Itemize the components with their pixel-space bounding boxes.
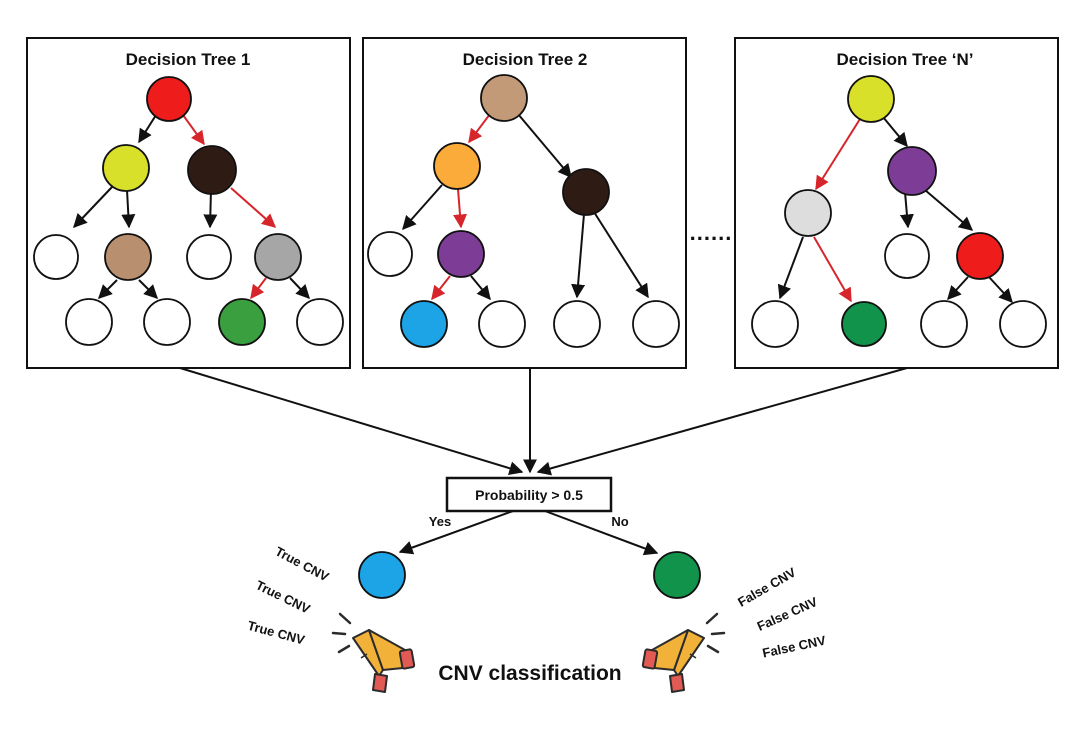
tree-node xyxy=(847,75,895,123)
decision-tree-1: Decision Tree 1 xyxy=(26,37,351,369)
aggregation-arrows xyxy=(179,367,908,476)
tree-node xyxy=(400,300,448,348)
tree-node xyxy=(562,168,610,216)
tree-edge xyxy=(924,189,974,231)
tree-node xyxy=(187,145,237,195)
tree-edge xyxy=(138,279,158,299)
megaphone-icon xyxy=(641,612,726,693)
tree-edge xyxy=(988,276,1013,304)
tree-node xyxy=(841,301,887,347)
tree-node xyxy=(751,300,799,348)
tree-edge-highlight xyxy=(230,187,277,228)
tree-edge xyxy=(947,276,969,301)
tree-node xyxy=(784,189,832,237)
tree-node xyxy=(218,298,266,346)
aggregation-arrow-right xyxy=(536,367,908,476)
tree-edge xyxy=(98,279,118,299)
tree-node xyxy=(920,300,968,348)
tree-edge-highlight xyxy=(453,188,467,229)
classification-caption: CNV classification xyxy=(438,662,621,685)
tree-node xyxy=(632,300,680,348)
tree-node xyxy=(367,231,413,277)
false-cnv-labels: False CNV False CNV False CNV xyxy=(735,564,827,660)
decision-tree-n: Decision Tree ‘N’ xyxy=(734,37,1059,369)
tree-edge-highlight xyxy=(468,113,491,144)
yes-label: Yes xyxy=(429,514,451,529)
tree-node xyxy=(433,142,481,190)
tree-edge xyxy=(470,275,491,301)
tree-node xyxy=(956,232,1004,280)
false-cnv-label: False CNV xyxy=(755,594,820,634)
tree-node xyxy=(553,300,601,348)
false-cnv-node xyxy=(653,551,701,599)
tree-title: Decision Tree 1 xyxy=(126,50,251,69)
tree-edge-highlight xyxy=(431,275,451,301)
threshold-label: Probability > 0.5 xyxy=(475,487,583,503)
tree-edge xyxy=(138,114,157,144)
tree-node xyxy=(102,144,150,192)
tree-node xyxy=(887,146,937,196)
tree-node xyxy=(478,300,526,348)
decision-tree-2: Decision Tree 2 xyxy=(362,37,687,369)
tree-edge xyxy=(593,211,649,299)
yes-branch-arrow xyxy=(398,510,514,555)
tree-edge xyxy=(899,191,914,229)
tree-title: Decision Tree 2 xyxy=(463,50,588,69)
probability-threshold-box: Probability > 0.5 xyxy=(445,476,613,513)
tree-node xyxy=(104,233,152,281)
no-label: No xyxy=(611,514,628,529)
tree-edge-highlight xyxy=(182,114,205,146)
tree-edge xyxy=(73,186,113,229)
tree-node xyxy=(186,234,232,280)
tree-edge xyxy=(203,189,218,229)
tree-node xyxy=(296,298,344,346)
aggregation-arrow-left xyxy=(179,367,524,476)
true-cnv-node xyxy=(358,551,406,599)
tree-title: Decision Tree ‘N’ xyxy=(837,50,974,69)
tree-node xyxy=(146,76,192,122)
tree-edge xyxy=(402,184,443,231)
tree-node xyxy=(254,233,302,281)
tree-edge-highlight xyxy=(813,236,852,303)
tree-node xyxy=(999,300,1047,348)
threshold-box-frame xyxy=(445,476,613,513)
tree-node xyxy=(480,74,528,122)
true-cnv-labels: True CNV True CNV True CNV xyxy=(246,544,332,648)
false-cnv-label: False CNV xyxy=(761,633,827,661)
tree-edge xyxy=(517,113,572,179)
true-cnv-label: True CNV xyxy=(246,618,307,648)
tree-node xyxy=(65,298,113,346)
tree-edge xyxy=(882,116,908,148)
tree-node xyxy=(884,233,930,279)
tree-edge xyxy=(121,189,136,229)
true-cnv-label: True CNV xyxy=(273,544,332,585)
tree-edge xyxy=(777,236,804,300)
tree-edge xyxy=(289,277,310,300)
tree-node xyxy=(143,298,191,346)
tree-edge xyxy=(571,213,586,299)
true-cnv-label: True CNV xyxy=(253,577,312,616)
false-cnv-label: False CNV xyxy=(735,564,798,609)
megaphone-icon xyxy=(331,612,416,693)
tree-edge-highlight xyxy=(815,118,861,191)
tree-node xyxy=(33,234,79,280)
no-branch-arrow xyxy=(544,510,659,556)
tree-edge-highlight xyxy=(250,277,267,300)
tree-ellipsis: ...... xyxy=(690,220,733,245)
tree-node xyxy=(437,230,485,278)
